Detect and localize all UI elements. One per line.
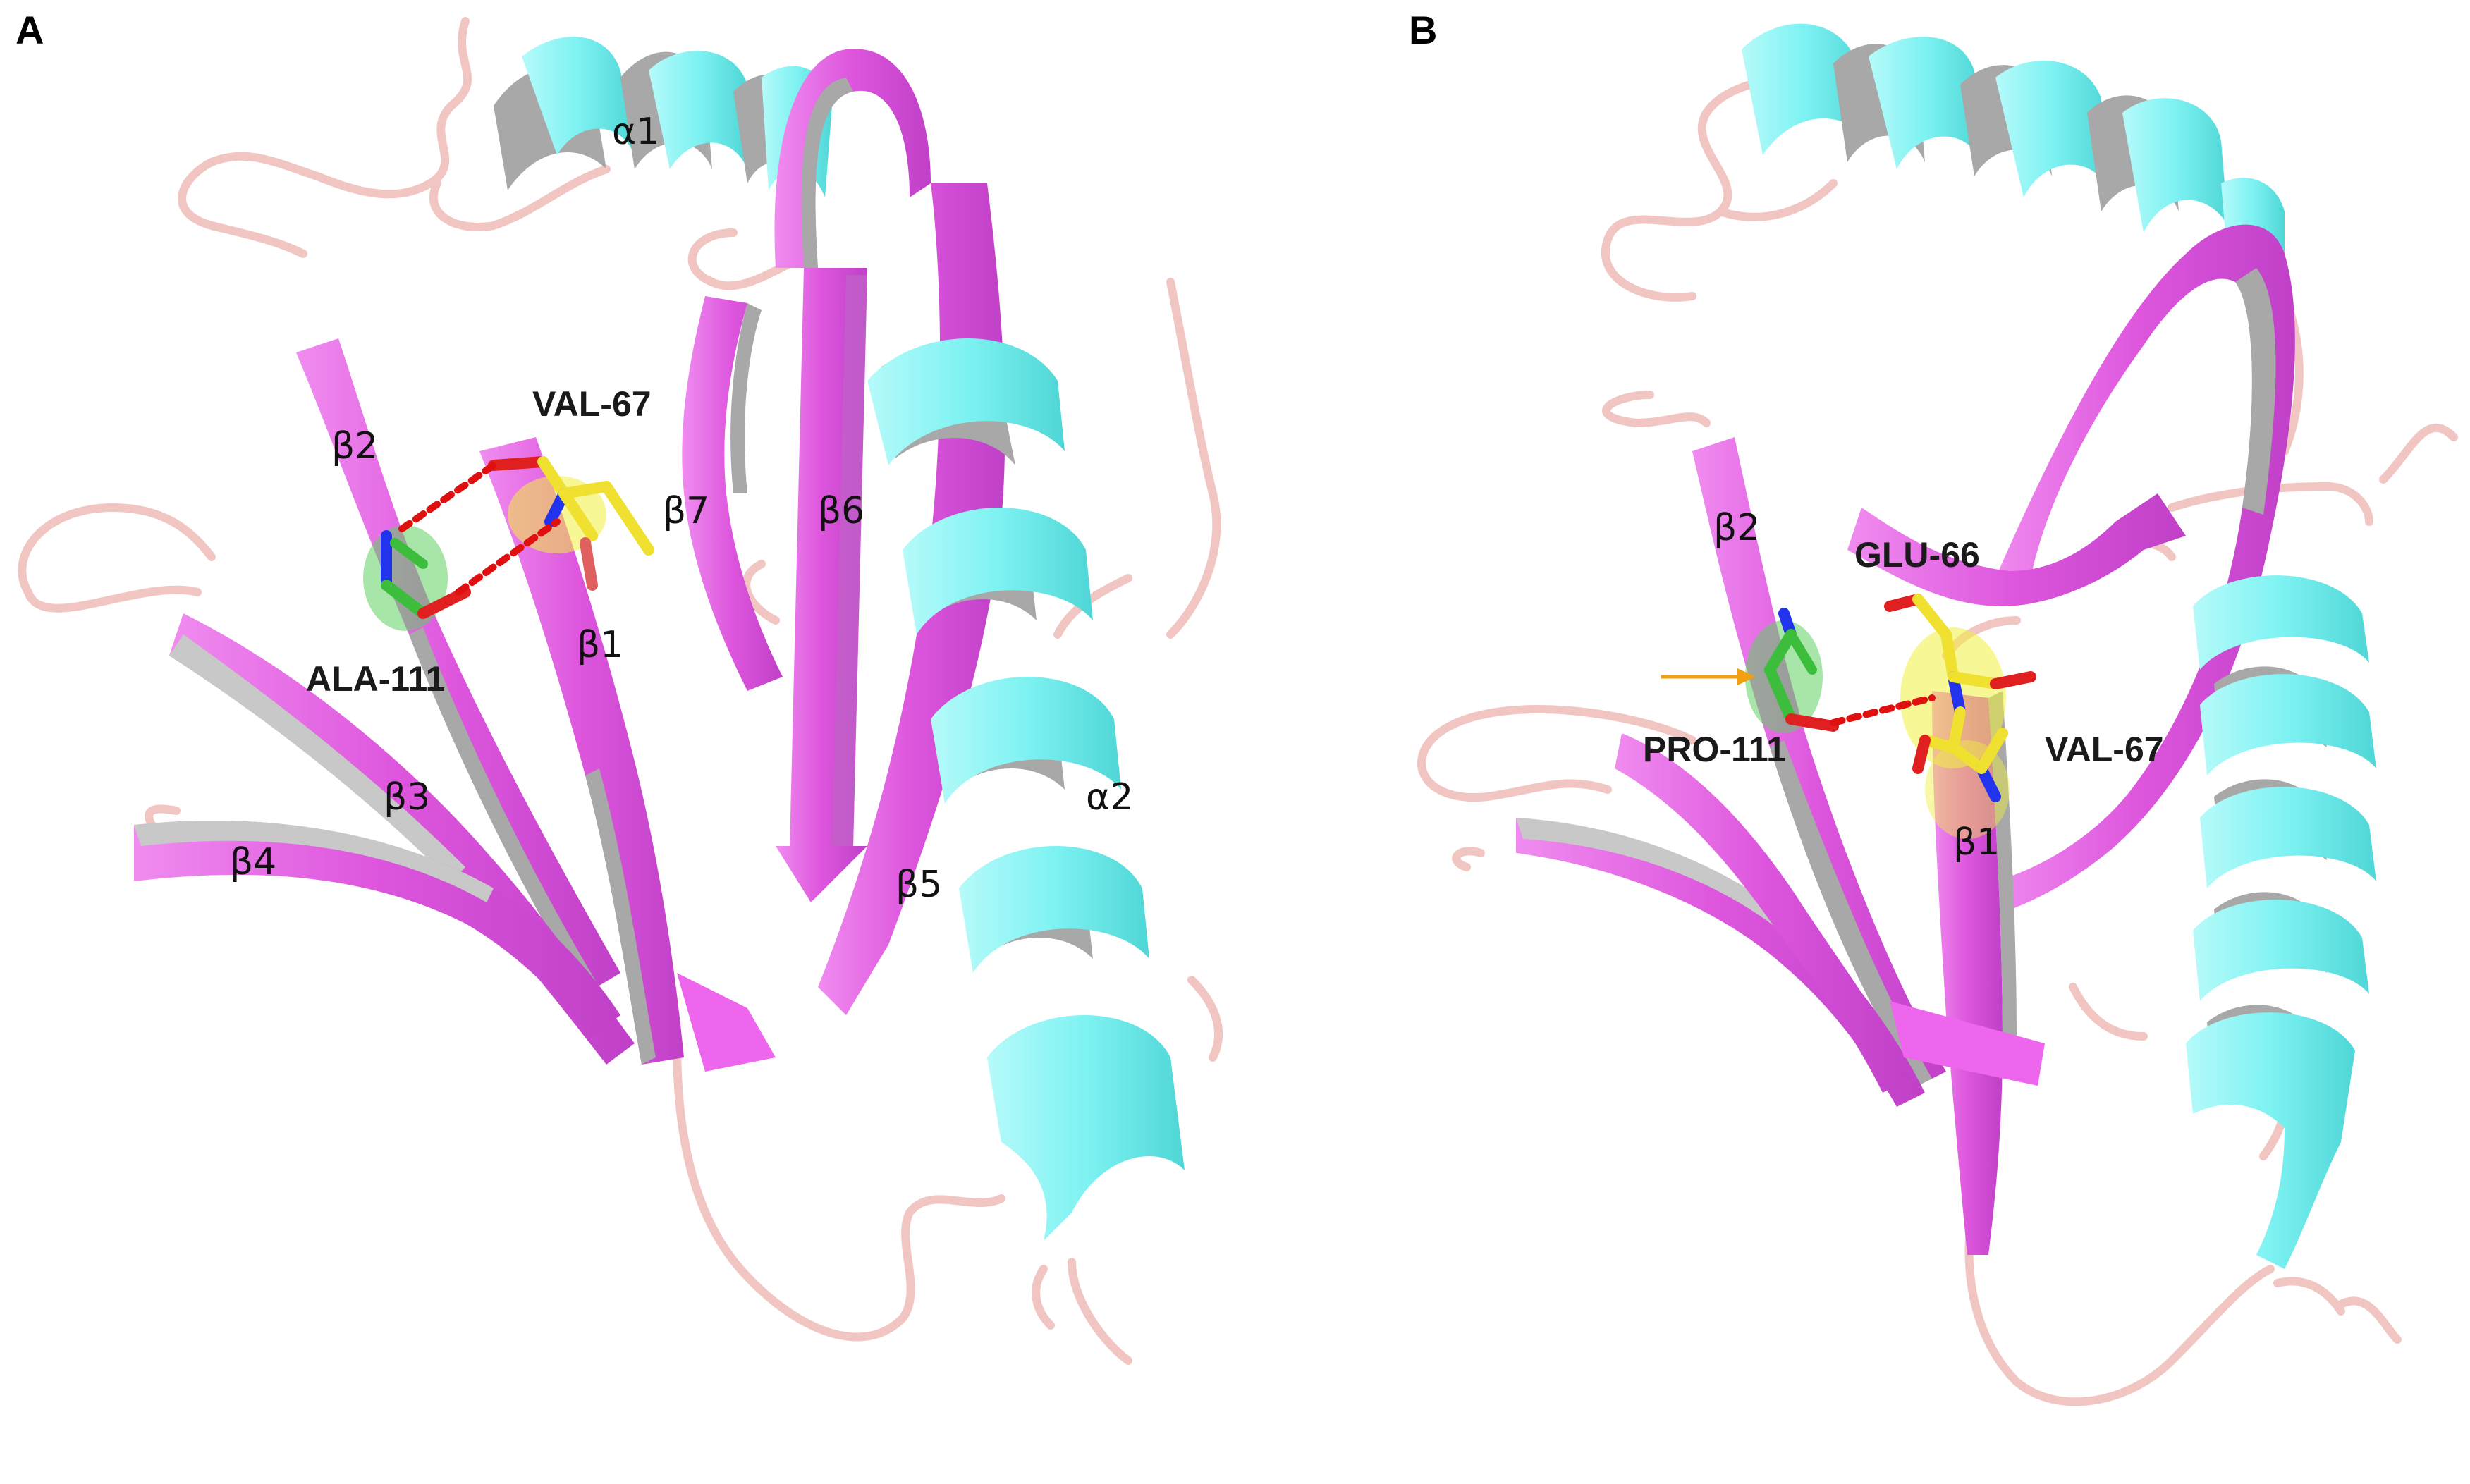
panel-a-strand-beta1: [479, 437, 776, 1072]
panel-a-strand-beta7: [682, 296, 783, 691]
panel-a-label-alpha2: α2: [1086, 776, 1133, 818]
panel-b-strand-lower: [1516, 733, 2045, 1107]
panel-b-strand-arch: [1847, 224, 2295, 916]
panel-a-val67-sticks: [488, 456, 654, 591]
panel-b-residue-label-3: VAL-67: [2045, 730, 2164, 769]
panel-a-label-beta4: β4: [230, 841, 276, 883]
panel-b-strand-beta1: [1932, 691, 2017, 1255]
panel-a-label-alpha1: α1: [612, 111, 659, 153]
panel-b-strand-beta2: [1692, 437, 1946, 1086]
panel-b-helix-right: [2186, 575, 2376, 1269]
panel-a-loops: [18, 17, 1223, 1365]
panel-a-letter: A: [16, 8, 44, 52]
panel-b-hydrogen-bond: [1830, 694, 1936, 726]
panel-a: A: [16, 8, 1223, 1365]
panel-b-residue-label-1: GLU-66: [1854, 535, 1980, 575]
panel-a-label-beta3: β3: [384, 776, 430, 818]
panel-b-helix-top: [1742, 23, 2285, 268]
panel-a-label-beta2: β2: [331, 425, 378, 467]
panel-a-strand-beta6: [774, 49, 931, 902]
panel-a-label-beta6: β6: [818, 490, 864, 532]
panel-b-glu66-val67-sticks: [1884, 594, 2036, 802]
panel-b-letter: B: [1409, 8, 1437, 52]
panel-a-residue-ala111-highlight: [363, 525, 448, 631]
panel-a-label-beta5: β5: [895, 864, 942, 906]
panel-b-label-beta1: β1: [1953, 821, 2000, 864]
panel-b-residue-label-2: PRO-111: [1643, 730, 1786, 769]
panel-b-pro111-sticks: [1764, 608, 1839, 732]
panel-b-arrow-icon: [1661, 668, 1756, 685]
panel-b: B: [1409, 8, 2458, 1406]
panel-a-strand-beta4: [134, 821, 620, 1036]
panel-b-label-beta2: β2: [1713, 507, 1760, 549]
panel-a-label-beta7: β7: [663, 490, 709, 532]
panel-a-hydrogen-bonds: [398, 462, 561, 596]
panel-a-strand-beta2: [296, 338, 620, 994]
panel-a-residue-label-1: VAL-67: [532, 384, 652, 424]
panel-a-residue-label-2: ALA-111: [306, 659, 445, 699]
panel-a-label-beta1: β1: [577, 624, 623, 666]
panel-a-helix-alpha2: [867, 338, 1185, 1241]
